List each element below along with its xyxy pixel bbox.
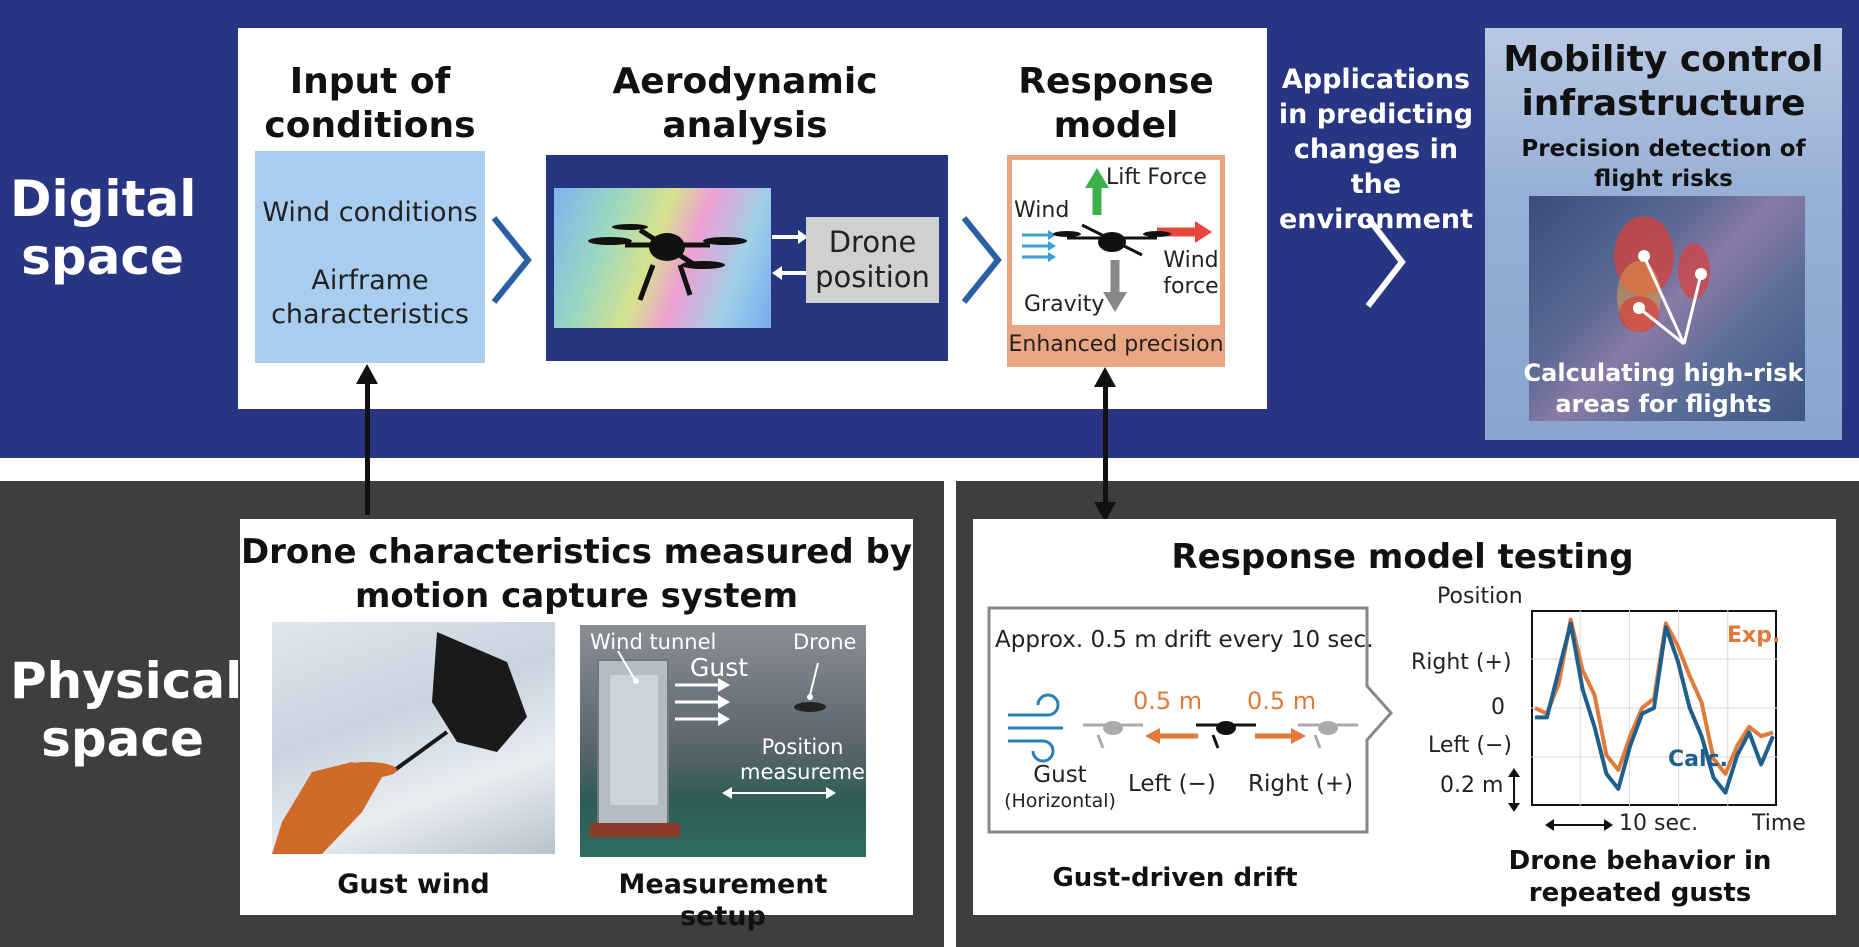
mobility-title: Mobility control infrastructure <box>1485 38 1842 126</box>
gust-driven-drift-caption: Gust-driven drift <box>1052 863 1298 893</box>
chevron-right-icon <box>961 216 1002 304</box>
aero-title-line1: Aerodynamic <box>612 61 878 102</box>
input-title-line2: conditions <box>264 105 476 146</box>
physical-space-label: Physical space <box>10 652 243 768</box>
left-direction-label: Left (−) <box>1128 771 1216 797</box>
input-title-line1: Input of <box>289 61 451 102</box>
legend-exp: Exp. <box>1727 623 1781 648</box>
y-tick-zero: 0 <box>1491 695 1505 720</box>
chart-x-axis-label: Time <box>1752 811 1806 836</box>
drone-behavior-caption-line2: repeated gusts <box>1528 878 1752 908</box>
left-drift-distance: 0.5 m <box>1133 687 1203 715</box>
high-risk-line1: Calculating high-risk <box>1523 359 1804 387</box>
high-risk-line2: areas for flights <box>1555 390 1772 418</box>
force-diagram <box>1022 168 1212 312</box>
drift-callout-text: Approx. 0.5 m drift every 10 sec. <box>995 627 1374 653</box>
wind-force-line1: Wind <box>1163 248 1219 273</box>
drone-position-line1: Drone <box>828 225 917 259</box>
gust-wind-caption: Gust wind <box>337 869 490 900</box>
x-scale-bar-icon <box>1545 819 1613 831</box>
lift-force-label: Lift Force <box>1106 165 1207 190</box>
right-drift-distance: 0.5 m <box>1247 687 1317 715</box>
drift-callout-bubble <box>987 606 1393 834</box>
drone-position-line2: position <box>815 260 930 294</box>
drone-char-title-line1: Drone characteristics measured by <box>240 532 913 572</box>
chevron-right-icon <box>491 216 532 304</box>
y-scale-bar-icon <box>1508 768 1520 812</box>
wind-tunnel-label: Wind tunnel <box>590 630 717 654</box>
physical-label-line2: space <box>41 710 204 768</box>
arrow-up-icon <box>356 364 378 384</box>
exchange-arrows-icon <box>772 230 808 280</box>
drone-behavior-chart <box>1531 610 1777 806</box>
drone-icon <box>588 224 747 301</box>
position-measurement-line1: Position <box>761 735 844 759</box>
digital-label-line2: space <box>21 228 184 286</box>
wind-conditions-label: Wind conditions <box>262 197 478 228</box>
wind-label: Wind <box>1014 198 1070 223</box>
input-title: Input of conditions <box>245 60 495 148</box>
position-measurement-label: Position measurement <box>740 735 887 785</box>
drift-diagram <box>1008 693 1358 763</box>
drone-characteristics-title: Drone characteristics measured by motion… <box>240 530 913 618</box>
gust-horizontal-label: Gust (Horizontal) <box>995 762 1125 813</box>
input-conditions-box: Wind conditions Airframe characteristics <box>255 151 485 363</box>
precision-line1: Precision detection of <box>1521 136 1806 162</box>
y-tick-right: Right (+) <box>1411 650 1512 675</box>
risk-hotspot-overlay <box>1614 216 1710 346</box>
response-title-line2: model <box>1053 105 1179 146</box>
wind-force-label: Wind force <box>1160 248 1222 300</box>
airframe-label-line1: Airframe <box>311 265 429 296</box>
response-testing-title: Response model testing <box>1171 537 1634 577</box>
response-title: Response model <box>1000 60 1232 148</box>
physical-label-line1: Physical <box>10 652 243 710</box>
x-scale-label: 10 sec. <box>1619 811 1699 836</box>
drone-behavior-caption-line1: Drone behavior in <box>1508 846 1772 876</box>
precision-detection-label: Precision detection of flight risks <box>1485 134 1842 194</box>
gravity-label: Gravity <box>1024 292 1105 317</box>
gust-horizontal-line2: (Horizontal) <box>1004 790 1116 812</box>
right-direction-label: Right (+) <box>1248 771 1354 797</box>
model-testing-link-arrow <box>1103 382 1108 510</box>
arrow-down-icon <box>1094 502 1116 522</box>
applications-text: Applications in predicting changes in th… <box>1278 62 1474 237</box>
chevron-right-icon <box>1365 216 1406 308</box>
high-risk-areas-label: Calculating high-risk areas for flights <box>1485 358 1842 420</box>
response-title-line1: Response <box>1018 61 1214 102</box>
chart-y-axis-label: Position <box>1437 584 1523 609</box>
mobility-title-line1: Mobility control <box>1503 39 1824 80</box>
gust-label: Gust <box>690 653 749 682</box>
y-tick-left: Left (−) <box>1428 733 1512 758</box>
drone-behavior-caption: Drone behavior in repeated gusts <box>1495 845 1785 909</box>
umbrella-figure-illustration <box>272 632 527 854</box>
gust-horizontal-line1: Gust <box>1033 762 1087 788</box>
wind-tunnel-illustration <box>590 650 836 837</box>
apps-line1: Applications <box>1281 64 1471 95</box>
arrow-up-icon <box>1094 367 1116 387</box>
digital-space-label: Digital space <box>10 170 197 286</box>
apps-line3: changes in the <box>1293 134 1459 200</box>
mobility-title-line2: infrastructure <box>1521 83 1806 124</box>
measurement-to-input-arrow <box>365 380 370 515</box>
digital-label-line1: Digital <box>10 170 197 228</box>
legend-calc: Calc. <box>1668 747 1728 772</box>
series-line-calc <box>1535 621 1775 795</box>
measurement-setup-caption: Measurement setup <box>618 869 828 932</box>
drone-label: Drone <box>793 630 857 654</box>
drone-char-title-line2: motion capture system <box>354 576 799 616</box>
aero-title: Aerodynamic analysis <box>560 60 930 148</box>
airframe-label-line2: characteristics <box>271 299 469 330</box>
wind-force-line2: force <box>1163 274 1219 299</box>
position-measurement-line2: measurement <box>740 760 887 784</box>
precision-line2: flight risks <box>1594 166 1733 192</box>
aero-title-line2: analysis <box>662 105 828 146</box>
drone-position-box: Drone position <box>806 217 939 303</box>
y-scale-label: 0.2 m <box>1440 773 1504 798</box>
apps-line2: in predicting <box>1278 99 1474 130</box>
enhanced-precision-label: Enhanced precision <box>1008 332 1224 357</box>
